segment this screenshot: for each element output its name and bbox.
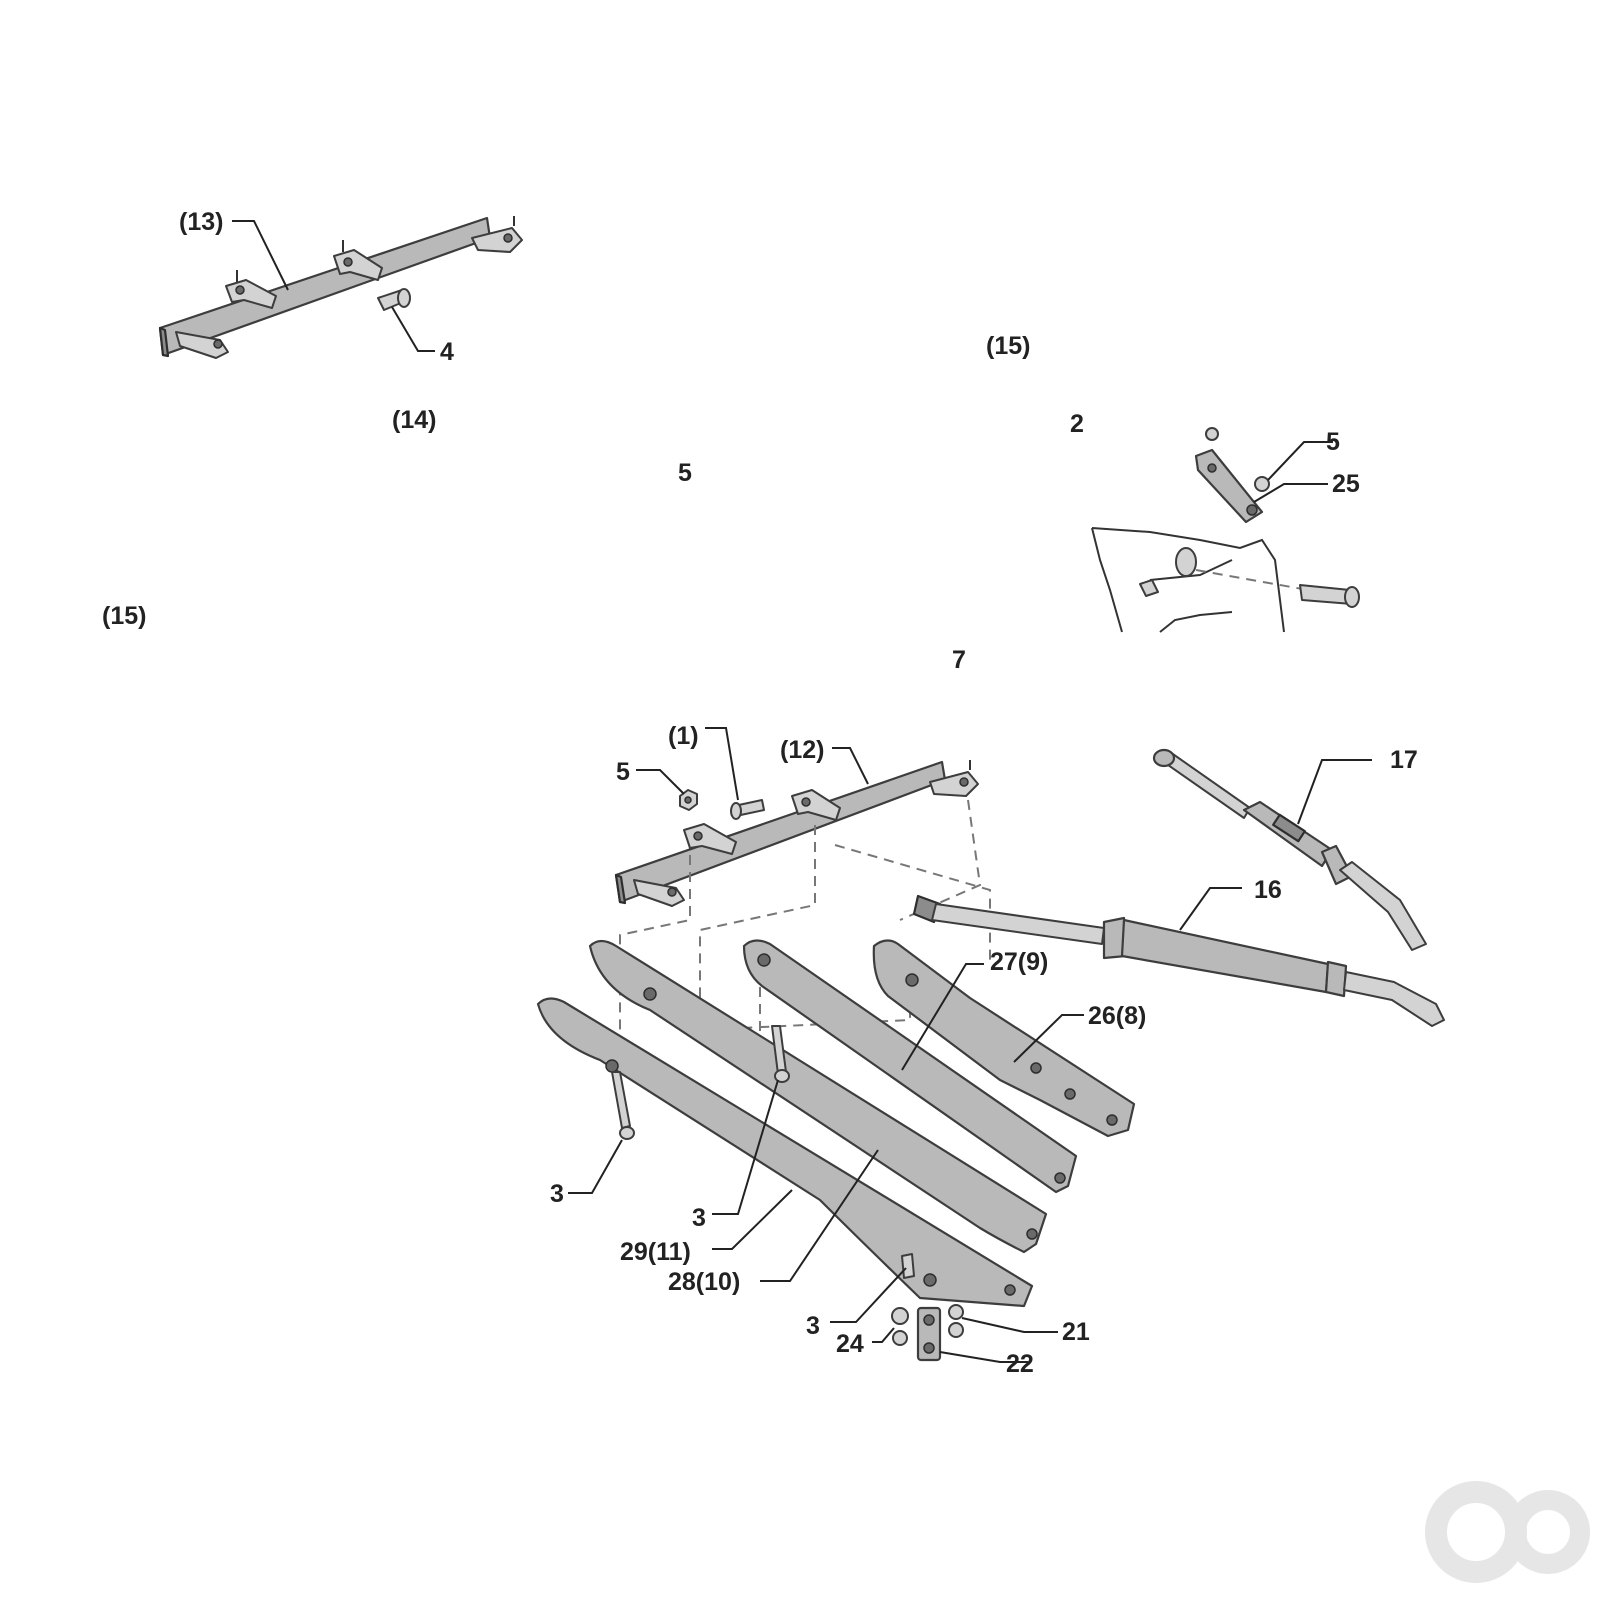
leader-lines bbox=[232, 220, 1372, 1363]
label-4: 4 bbox=[440, 338, 454, 366]
top-link-16 bbox=[912, 894, 1445, 1027]
bracket-assembly-15 bbox=[1091, 527, 1309, 633]
bar-13-bracket-2 bbox=[333, 240, 383, 281]
label-13: (13) bbox=[179, 208, 223, 236]
label-3-bottom: 3 bbox=[806, 1312, 820, 1340]
label-1: (1) bbox=[668, 722, 699, 750]
label-29-11: 29(11) bbox=[620, 1238, 691, 1266]
arm-28-10 bbox=[588, 939, 1048, 1254]
label-7: 7 bbox=[952, 646, 966, 674]
bar-13-right-clevis bbox=[471, 216, 523, 253]
label-27-9: 27(9) bbox=[990, 948, 1048, 976]
bolt-4 bbox=[377, 288, 411, 311]
bolt-1 bbox=[730, 799, 765, 820]
arm-27-9 bbox=[742, 939, 1078, 1194]
arm-29-11 bbox=[536, 997, 1034, 1308]
label-22: 22 bbox=[1006, 1350, 1034, 1378]
washers-24 bbox=[891, 1307, 909, 1346]
label-14: (14) bbox=[392, 406, 436, 434]
bolt-3-bottom bbox=[901, 1253, 915, 1279]
label-3-left: 3 bbox=[550, 1180, 564, 1208]
label-5-top: 5 bbox=[1326, 428, 1340, 456]
bar-12-right-clevis bbox=[929, 760, 979, 797]
label-15-left: (15) bbox=[102, 602, 146, 630]
label-28-10: 28(10) bbox=[668, 1268, 740, 1296]
label-5-middle: 5 bbox=[678, 459, 692, 487]
washer-5 bbox=[1254, 476, 1270, 492]
label-21: 21 bbox=[1062, 1318, 1090, 1346]
label-17: 17 bbox=[1390, 746, 1418, 774]
bar-13-left-clevis bbox=[175, 331, 229, 359]
nut-5-top bbox=[1205, 427, 1219, 441]
bolt-3-left bbox=[611, 1071, 635, 1140]
callout-labels: (13) 4 (14) (15) (15) 2 5 25 5 7 (1) (12… bbox=[102, 208, 1418, 1378]
label-26-8: 26(8) bbox=[1088, 1002, 1146, 1030]
label-12: (12) bbox=[780, 736, 824, 764]
label-15-right: (15) bbox=[986, 332, 1030, 360]
label-2: 2 bbox=[1070, 410, 1084, 438]
label-5-lower: 5 bbox=[616, 758, 630, 786]
mounting-bar-12 bbox=[614, 760, 979, 907]
bar-12-bracket-1 bbox=[683, 823, 737, 855]
label-3-middle: 3 bbox=[692, 1204, 706, 1232]
ao-logo-icon bbox=[1425, 1481, 1590, 1583]
bolt-3-middle bbox=[771, 1025, 790, 1083]
strap-2 bbox=[1194, 448, 1264, 524]
nut-5-lower bbox=[679, 789, 698, 811]
bar-12-bracket-2 bbox=[791, 789, 841, 821]
label-24: 24 bbox=[836, 1330, 864, 1358]
pin-25 bbox=[1299, 584, 1360, 608]
arm-26-8 bbox=[872, 939, 1136, 1138]
bar-13-bracket-1 bbox=[225, 270, 277, 309]
top-link-17 bbox=[1152, 748, 1427, 951]
mounting-bar-13 bbox=[158, 216, 523, 359]
label-25: 25 bbox=[1332, 470, 1360, 498]
nuts-21 bbox=[948, 1304, 964, 1338]
bar-12-left-clevis bbox=[633, 879, 685, 907]
label-16: 16 bbox=[1254, 876, 1282, 904]
plate-22 bbox=[916, 1306, 942, 1362]
